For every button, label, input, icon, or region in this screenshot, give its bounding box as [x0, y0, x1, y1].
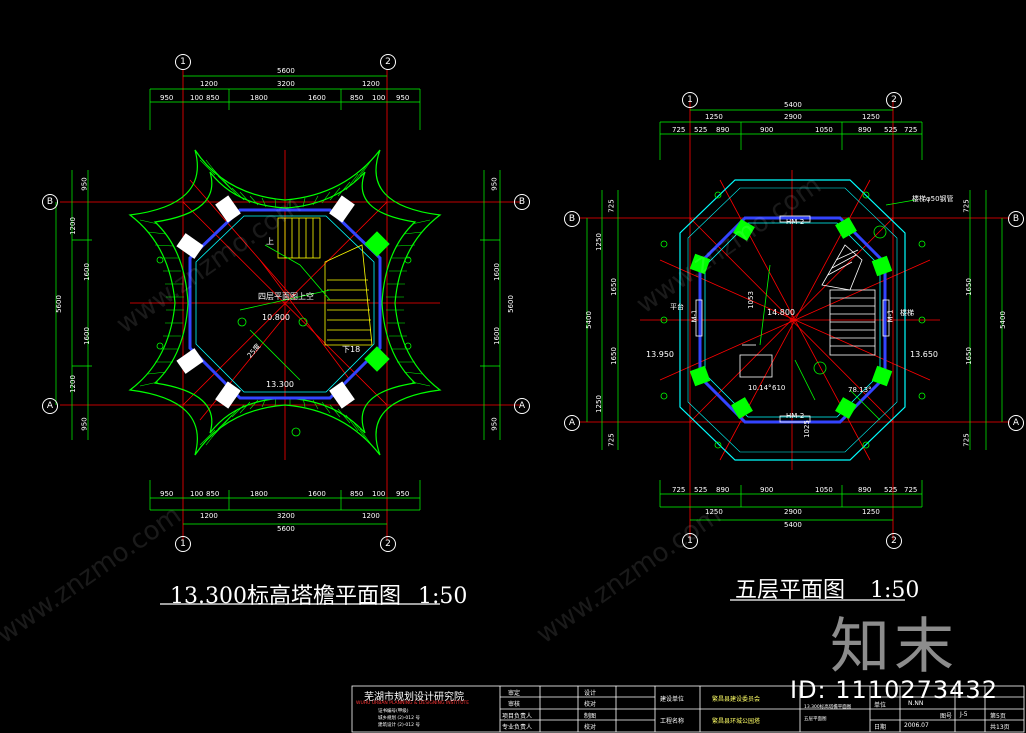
- row-label: 专业负责人: [502, 724, 533, 731]
- client-label: 建设单位: [660, 696, 685, 703]
- left-title-text: 13.300标高塔檐平面图: [170, 584, 401, 609]
- unit-value: N.NN: [908, 700, 924, 707]
- row-label: 校对: [584, 724, 597, 731]
- row-label: 制图: [584, 713, 597, 720]
- row-label: 审定: [508, 690, 521, 697]
- column-marker: [215, 381, 241, 409]
- project-value: 繁昌县环城公园塔: [712, 718, 761, 725]
- cert-line: 证书编号(甲级): [378, 709, 409, 714]
- right-columns: [689, 217, 893, 419]
- unit-label: 单位: [874, 702, 887, 709]
- left-roof-eave: [128, 149, 442, 456]
- right-axis-lines: [580, 100, 1010, 540]
- brand-id: ID: 1110273432: [790, 676, 998, 704]
- client-value: 繁昌县建设委员会: [712, 696, 761, 703]
- column-marker: [176, 348, 204, 374]
- column-marker: [733, 219, 755, 241]
- window-marker: [882, 299, 890, 337]
- date-label: 日期: [874, 724, 887, 731]
- brand-logo: 知末: [830, 612, 958, 682]
- right-stairs: [739, 244, 876, 378]
- drawing-name: 五层平面图: [804, 717, 827, 722]
- window-marker: [779, 415, 811, 423]
- row-label: 审核: [508, 701, 521, 708]
- left-dim-lines: [55, 75, 501, 525]
- column-marker: [215, 195, 241, 223]
- sheet-label: 图号: [940, 713, 953, 720]
- column-marker: [176, 233, 204, 259]
- left-columns: [176, 195, 390, 409]
- institute-name: 芜湖市规划设计研究院: [364, 692, 464, 703]
- window-marker: [695, 299, 703, 337]
- left-axis-lines: [60, 70, 520, 540]
- column-marker: [329, 381, 355, 409]
- row-label: 校对: [584, 701, 597, 708]
- left-title-scale: 1:50: [417, 584, 468, 609]
- right-drawing-title: 五层平面图 1:50: [735, 572, 919, 604]
- right-walls: [679, 179, 906, 461]
- column-marker: [835, 217, 857, 239]
- project-label: 工程名称: [660, 718, 685, 725]
- right-dim-lines: [586, 109, 1003, 521]
- left-drawing-title: 13.300标高塔檐平面图 1:50: [170, 578, 467, 610]
- left-plan: [55, 70, 520, 540]
- column-marker: [364, 231, 390, 257]
- window-marker: [779, 215, 811, 223]
- row-label: 设计: [584, 690, 597, 697]
- left-stairs: [277, 217, 373, 346]
- left-axis-markers: [156, 256, 412, 437]
- column-marker: [689, 365, 711, 387]
- right-windows: [695, 215, 890, 423]
- right-axis-markers: [660, 191, 926, 449]
- column-marker: [329, 195, 355, 223]
- right-title-text: 五层平面图: [735, 578, 846, 603]
- title-block-frame: [351, 685, 1025, 733]
- column-marker: [689, 253, 711, 275]
- left-roof-hatching: [139, 157, 431, 448]
- page-current: 第5页: [990, 713, 1006, 720]
- right-annotation-lines: [759, 199, 916, 421]
- drawing-name: 13.300标高塔檐平面图: [804, 705, 852, 710]
- right-plan: [580, 100, 1010, 540]
- date-value: 2006.07: [904, 722, 929, 729]
- cert-line: 城乡规划 (2)-012 号: [378, 716, 420, 721]
- sheet-value: J-5: [960, 711, 968, 718]
- left-stair-arrows: [239, 244, 331, 381]
- page-total: 共13页: [990, 724, 1010, 731]
- right-title-scale: 1:50: [870, 578, 920, 603]
- cert-line: 建筑设计 (2)-012 号: [378, 723, 420, 728]
- column-marker: [871, 365, 893, 387]
- column-marker: [364, 346, 390, 372]
- column-marker: [835, 397, 857, 419]
- title-block: 芜湖市规划设计研究院 WUHU URBAN PLANNING & DESIGNI…: [352, 686, 1024, 732]
- title-underlines: [160, 599, 905, 605]
- column-marker: [731, 397, 753, 419]
- institute-english: WUHU URBAN PLANNING & DESIGNING INSTITUT…: [356, 701, 470, 706]
- row-label: 项目负责人: [502, 713, 533, 720]
- column-marker: [871, 255, 893, 277]
- left-walls: [188, 208, 382, 400]
